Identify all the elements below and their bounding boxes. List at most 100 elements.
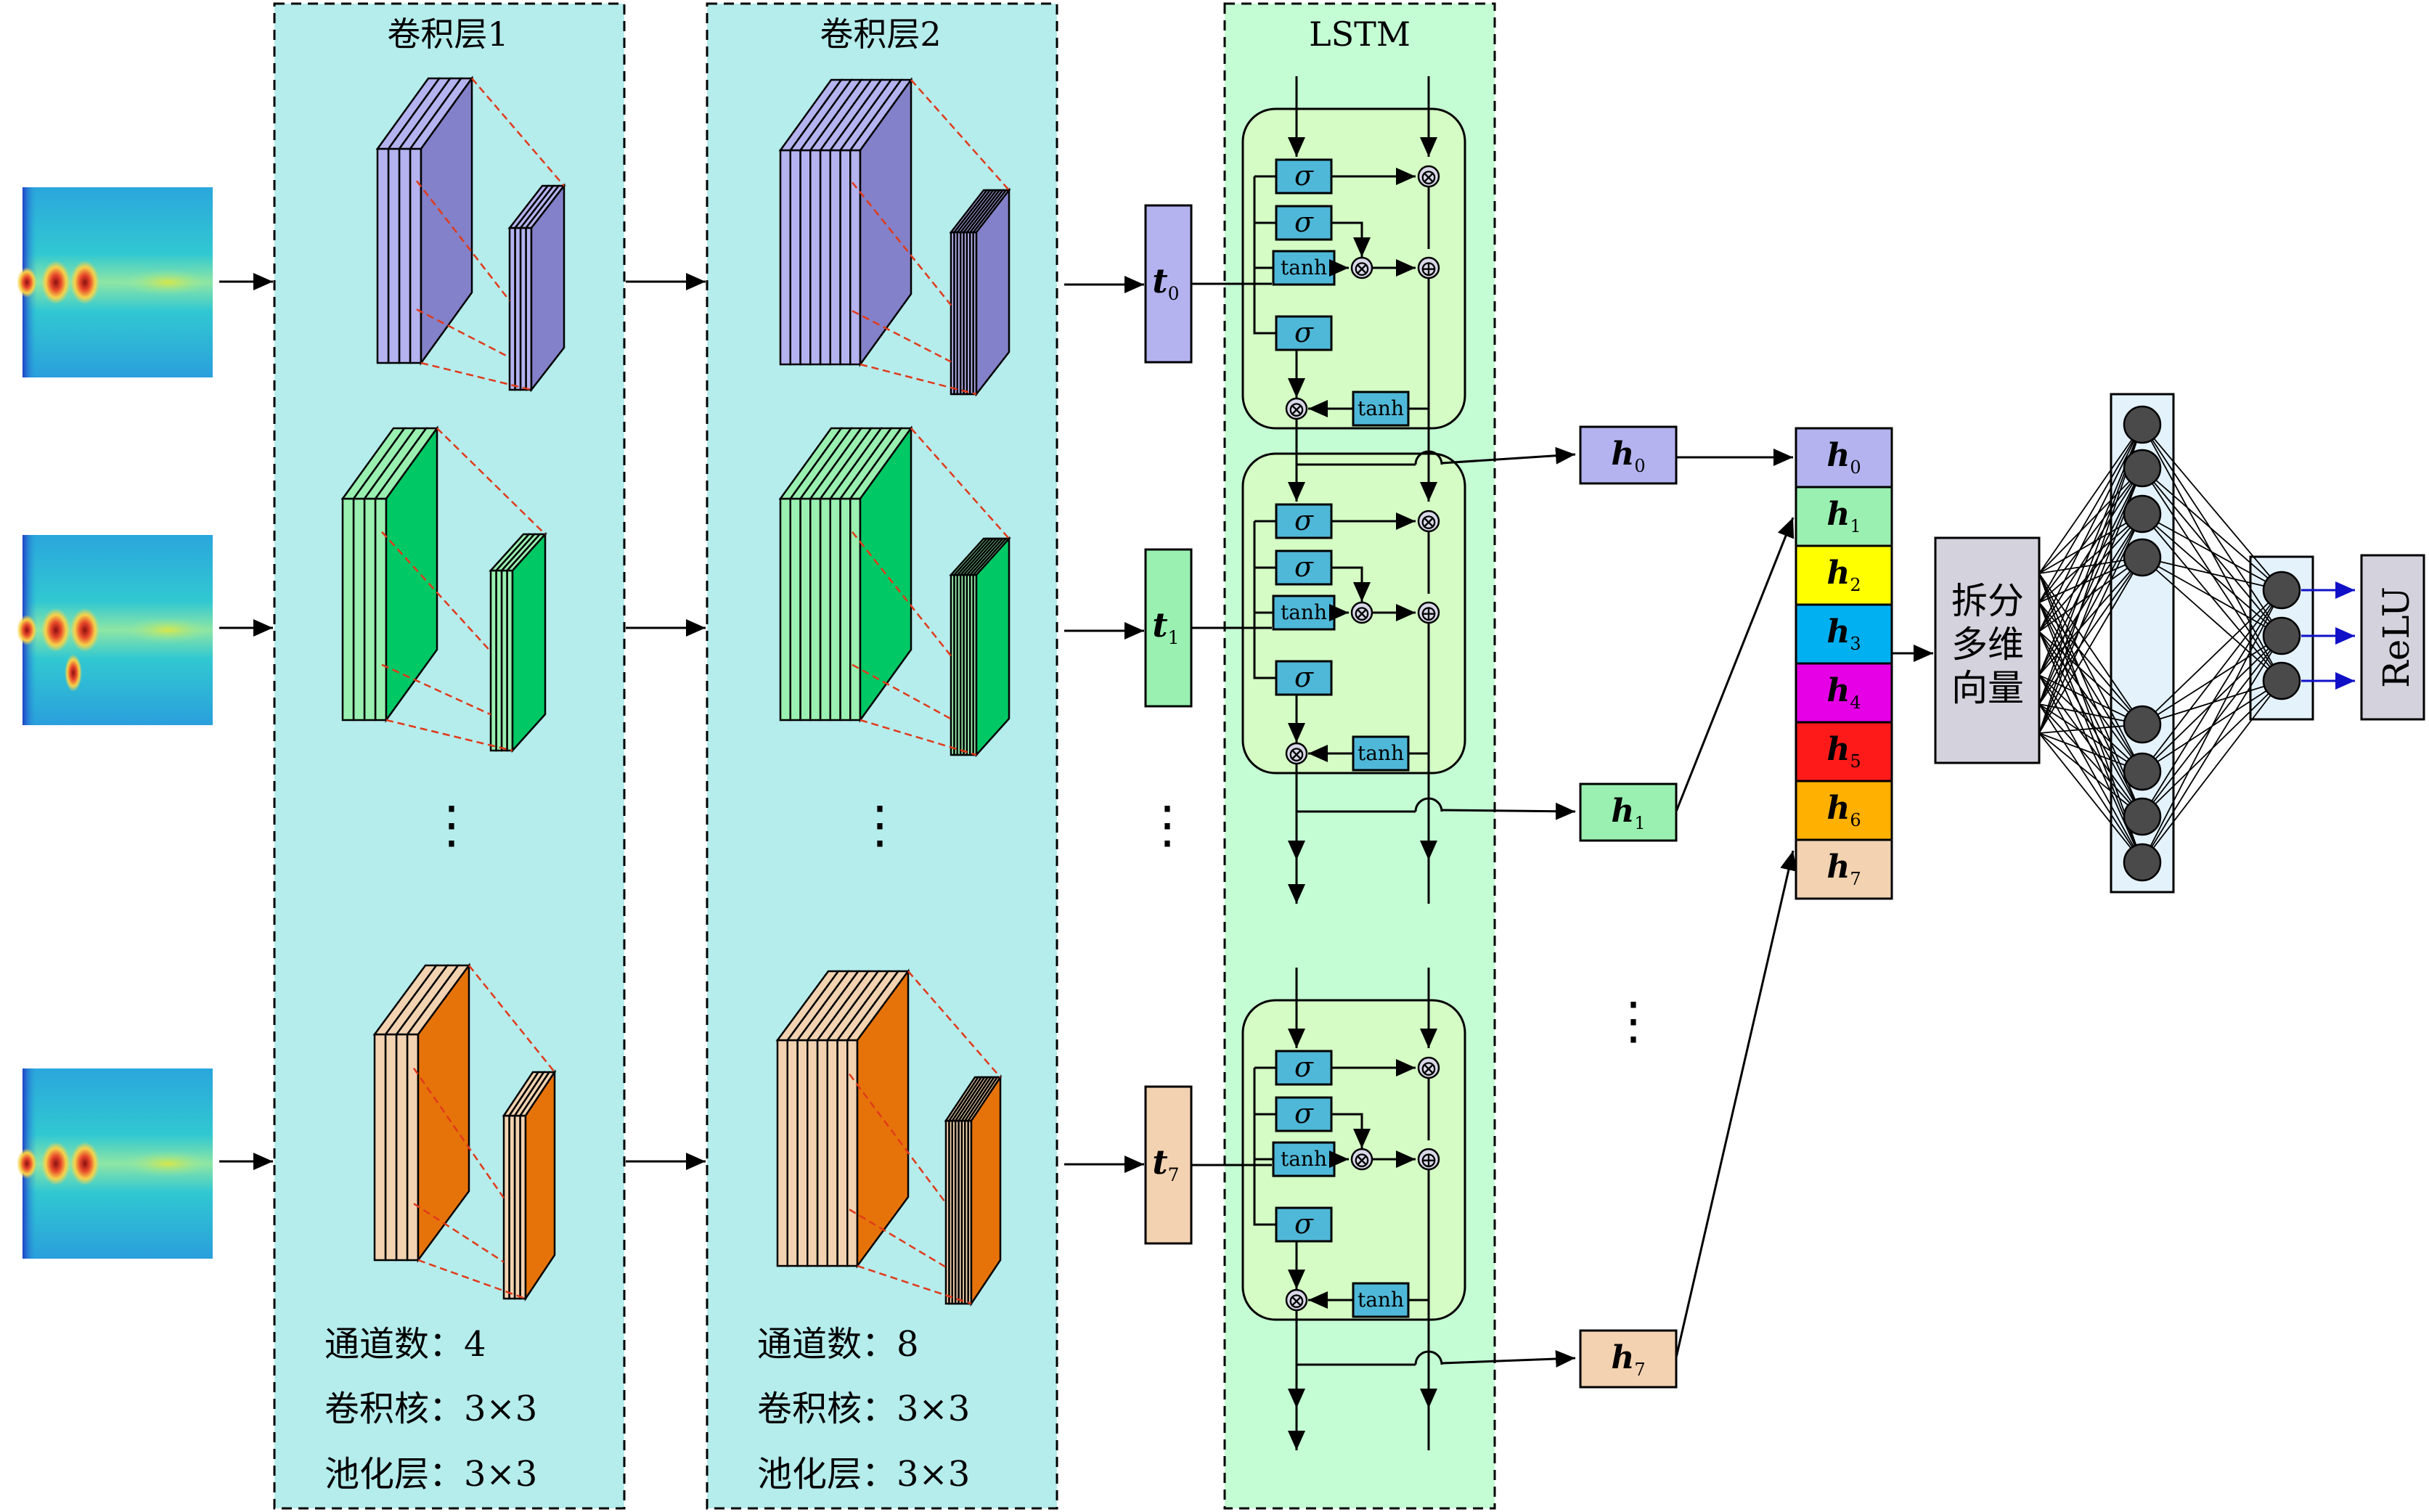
conv2-channels: 通道数：8 [757, 1324, 919, 1365]
feature-map-slice [489, 569, 497, 752]
edge-out [2142, 467, 2282, 591]
edge-in [2038, 573, 2143, 725]
conv-big-block-c2r2 [775, 968, 910, 1269]
edge-in [2038, 467, 2143, 676]
vertical-ellipsis-2: ⋮ [1142, 795, 1193, 854]
hidden-node [2123, 797, 2162, 836]
sigma-gate [1275, 205, 1333, 241]
feature-map-top [340, 427, 407, 500]
edge-in [2038, 424, 2143, 632]
pool-link [852, 663, 952, 720]
feature-map-top [775, 970, 841, 1042]
bus-left [1253, 521, 1276, 679]
pool-link [416, 180, 510, 302]
feature-map-slice [502, 1114, 510, 1300]
spectrogram-peak [70, 261, 99, 304]
tanh-label: tanh [1281, 1147, 1327, 1171]
concat-label-1: h1 [1826, 496, 1861, 536]
feature-map-top [375, 77, 441, 150]
sigma-label: σ [1294, 1208, 1314, 1240]
feature-map-slice [826, 1039, 838, 1267]
edge-in [2038, 732, 2143, 863]
feature-map-slice [398, 147, 412, 364]
sigma-label: σ [1294, 206, 1314, 238]
pool-link [849, 1209, 947, 1268]
feature-map-slice [508, 226, 516, 391]
cell-mul-input-symbol: ⊗ [1352, 256, 1371, 282]
feature-map-slice [789, 497, 801, 722]
concat-cell-7 [1795, 838, 1893, 900]
sigma-label: σ [1294, 160, 1314, 192]
feature-map-slice [950, 573, 955, 756]
pool-link [852, 181, 952, 306]
feature-map-slice [373, 1033, 387, 1262]
output-node [2262, 571, 2301, 610]
feature-map-slice [376, 147, 390, 364]
feature-map-slice [779, 149, 791, 366]
cell-mul-output-symbol: ⊗ [1287, 1288, 1305, 1314]
hidden-node [2123, 752, 2162, 791]
cell-mul-forget-symbol: ⊗ [1419, 1056, 1437, 1082]
edge-out [2142, 424, 2282, 591]
h-label-1: h1 [1611, 793, 1645, 833]
conv1-channels: 通道数：4 [324, 1324, 486, 1365]
vertical-ellipsis-0: ⋮ [426, 795, 477, 854]
spectrogram-band [124, 617, 211, 643]
output-node [2262, 661, 2301, 700]
edge-in [2038, 573, 2143, 772]
edge-out [2142, 557, 2282, 682]
feature-map-top [489, 533, 531, 572]
edge-in [2038, 467, 2143, 603]
hidden-node [2123, 494, 2162, 534]
hidden-node [2123, 705, 2162, 744]
concat-label-4: h4 [1826, 672, 1861, 713]
edge-out [2142, 635, 2282, 863]
spectrogram-band [124, 269, 211, 295]
relu-box [2360, 554, 2425, 721]
hidden-node [2123, 449, 2162, 488]
concat-label-0: h0 [1826, 437, 1861, 478]
feature-map-slice [779, 497, 791, 722]
pool-link [420, 361, 532, 391]
tanh-gate [1272, 250, 1336, 286]
pool-link [413, 1203, 505, 1263]
edge-in [2038, 557, 2143, 705]
pool-link [381, 663, 491, 716]
cell-add-symbol: ⊕ [1419, 601, 1437, 626]
feature-map-slice [816, 1039, 828, 1267]
lstm-cells: σσtanhσtanh⊗⊗⊕⊗σσtanhσtanh⊗⊗⊕⊗σσtanhσtan… [1192, 76, 1466, 1450]
concat-label-6: h6 [1826, 790, 1861, 830]
sigma-label: σ [1294, 551, 1314, 583]
feature-map-top [778, 427, 844, 500]
feature-map-slice [849, 497, 862, 722]
conv-small-block-c2r0 [949, 187, 1011, 397]
sigma-label: σ [1294, 504, 1314, 536]
h-box-1 [1579, 782, 1678, 842]
edge-out [2142, 589, 2282, 772]
pool-link [910, 79, 1010, 191]
conv-small-block-c2r1 [949, 536, 1011, 758]
edge-in [2038, 467, 2143, 632]
vertical-ellipsis-3: ⋮ [1608, 991, 1659, 1050]
feature-map-top [502, 1071, 540, 1117]
cell-mul-forget-symbol: ⊗ [1419, 510, 1437, 535]
pool-link [910, 428, 1010, 539]
feature-map-side [417, 963, 470, 1263]
concat-cell-6 [1795, 780, 1893, 841]
feature-map-top [778, 78, 844, 152]
split-box [1934, 536, 2041, 764]
feature-map-slice [776, 1039, 788, 1267]
feature-map-slice [839, 497, 852, 722]
h-label-0: h0 [1611, 436, 1645, 476]
pool-link [860, 719, 977, 756]
conv-big-block-c1r0 [375, 75, 474, 366]
bus-left [1253, 1068, 1276, 1226]
feature-map-slice [406, 1033, 420, 1262]
conv-small-block-c1r0 [507, 183, 566, 393]
conv2-title: 卷积层2 [820, 15, 941, 54]
feature-map-slice [809, 149, 822, 366]
sigma-gate [1275, 549, 1333, 586]
cell-mul-output-symbol: ⊗ [1287, 742, 1305, 767]
concat-label-5: h5 [1826, 731, 1861, 772]
